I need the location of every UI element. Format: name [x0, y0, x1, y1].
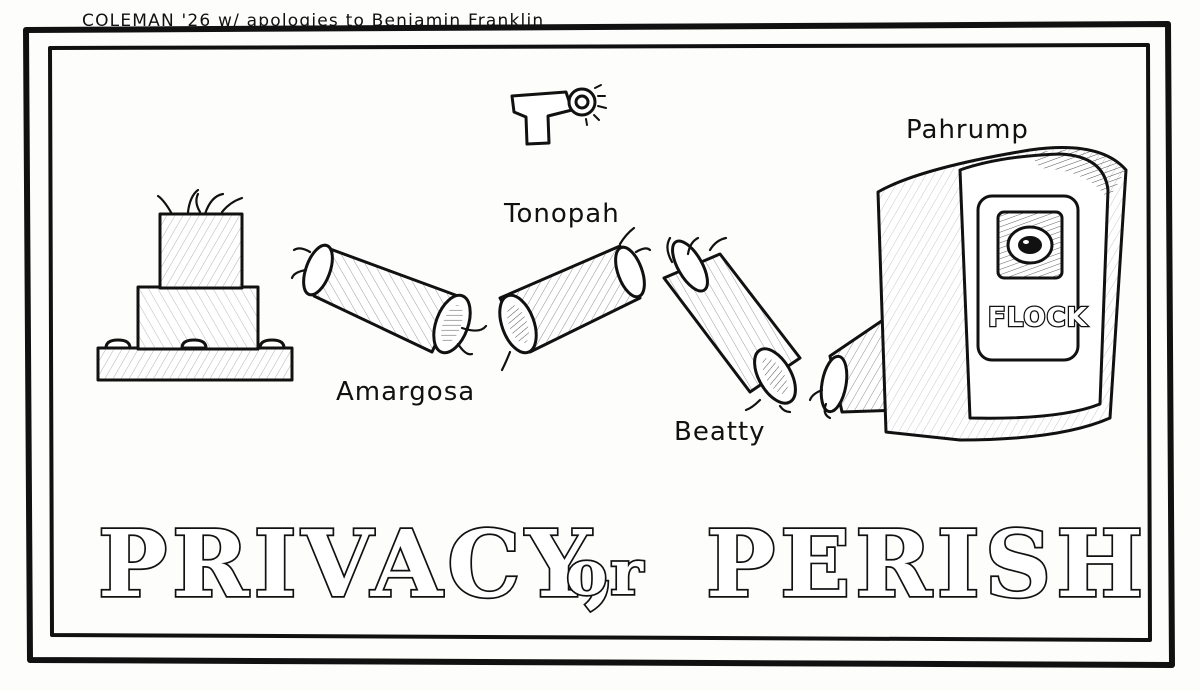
flock-brand-label: FLOCK — [988, 303, 1088, 333]
label-tonopah: Tonopah — [503, 199, 620, 229]
tonopah-segment — [498, 226, 652, 372]
inner-frame — [48, 43, 1152, 642]
headline: PRIVACY, or PERISH — [96, 508, 1148, 619]
label-pahrump: Pahrump — [906, 115, 1029, 145]
headline-privacy: PRIVACY, — [98, 510, 621, 618]
headline-or: or — [566, 536, 646, 609]
headline-perish: PERISH — [706, 510, 1148, 618]
label-beatty: Beatty — [674, 417, 766, 447]
label-amargosa: Amargosa — [336, 377, 475, 407]
pedestal-segment — [96, 188, 294, 382]
snake-head-icon — [510, 84, 607, 146]
amargosa-segment — [290, 243, 488, 356]
flock-camera-icon: FLOCK — [876, 146, 1128, 442]
outer-frame — [23, 21, 1175, 668]
beatty-segment — [662, 236, 802, 414]
